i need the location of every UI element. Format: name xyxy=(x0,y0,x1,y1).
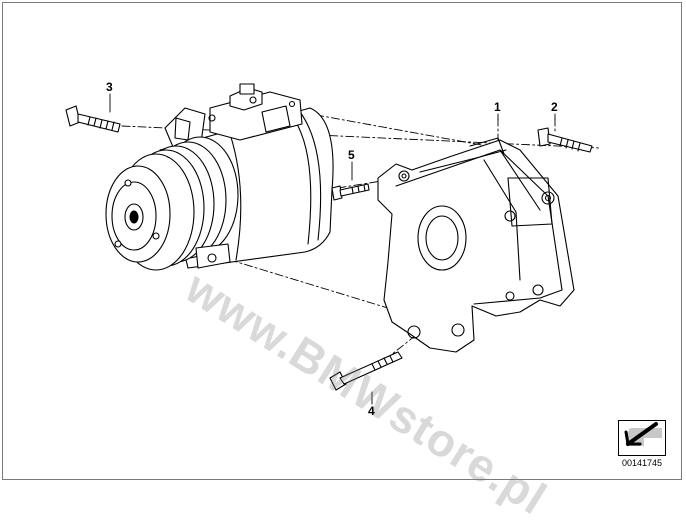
diagram-number: 00141745 xyxy=(621,458,663,468)
navigation-arrow-box[interactable] xyxy=(618,420,666,456)
callout-4: 4 xyxy=(368,404,375,418)
callout-5: 5 xyxy=(348,148,355,162)
callout-1: 1 xyxy=(494,100,501,114)
callout-2: 2 xyxy=(551,100,558,114)
diagram-frame xyxy=(2,2,682,480)
callout-3: 3 xyxy=(106,80,113,94)
